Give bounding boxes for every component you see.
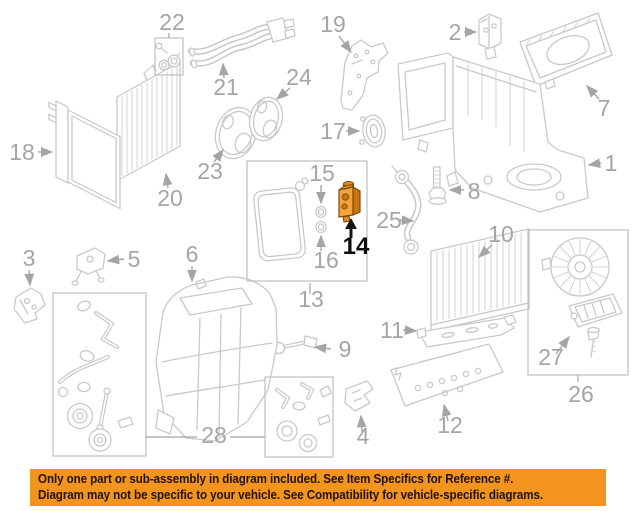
part-24-gasket-ring bbox=[248, 96, 284, 142]
part-20-evaporator bbox=[116, 61, 181, 182]
part-16-oring bbox=[315, 220, 327, 234]
part-5-actuator-motor bbox=[71, 247, 106, 286]
callout-arrows bbox=[24, 27, 602, 438]
part-10-cabin-filter bbox=[430, 228, 530, 332]
part-28-linkage-box-left bbox=[52, 292, 147, 457]
disclaimer-line-1: Only one part or sub-assembly in diagram… bbox=[38, 472, 514, 486]
callout-11: 11 bbox=[380, 317, 404, 343]
callout-25: 25 bbox=[376, 207, 402, 233]
callout-24: 24 bbox=[286, 64, 312, 90]
disclaimer-banner: Only one part or sub-assembly in diagram… bbox=[30, 469, 606, 506]
part-14-expansion-valve-highlighted bbox=[338, 181, 361, 223]
part-7-intake-cowl bbox=[519, 12, 613, 90]
part-26-blower-box bbox=[527, 229, 629, 376]
part-1-hvac-housing bbox=[397, 52, 589, 213]
callout-28: 28 bbox=[201, 422, 227, 448]
callout-13: 13 bbox=[298, 286, 324, 312]
part-15-oring bbox=[315, 205, 327, 219]
callout-6: 6 bbox=[186, 241, 199, 267]
callout-16: 16 bbox=[313, 247, 339, 273]
part-27-blower-resistor bbox=[568, 293, 623, 328]
part-19-mounting-bracket bbox=[340, 39, 389, 111]
callout-20: 20 bbox=[157, 185, 183, 211]
part-17-grommet bbox=[359, 114, 386, 148]
part-27-screw bbox=[587, 326, 600, 358]
callout-2: 2 bbox=[449, 19, 462, 45]
part-21-heater-hoses bbox=[187, 17, 296, 69]
callout-27: 27 bbox=[538, 344, 564, 370]
callout-14-highlighted: 14 bbox=[343, 233, 370, 260]
part-28-linkage-box-right bbox=[264, 376, 334, 458]
part-9-shaft bbox=[272, 335, 318, 355]
part-2-actuator bbox=[478, 13, 502, 60]
part-23-gasket bbox=[214, 106, 258, 160]
callout-26: 26 bbox=[568, 381, 594, 407]
part-13-evaporator-kit-box bbox=[246, 160, 368, 282]
callout-4: 4 bbox=[357, 423, 370, 449]
callout-8: 8 bbox=[468, 178, 481, 204]
part-22-clamp-kit-box bbox=[154, 37, 184, 76]
part-3-bracket bbox=[13, 287, 46, 324]
callout-23: 23 bbox=[197, 158, 223, 184]
part-8-bolt bbox=[428, 166, 447, 205]
callout-9: 9 bbox=[339, 336, 352, 362]
part-25-ac-pipe bbox=[391, 165, 422, 255]
callout-18: 18 bbox=[9, 139, 35, 165]
callout-7: 7 bbox=[598, 95, 611, 121]
callout-22: 22 bbox=[159, 9, 185, 35]
callout-15: 15 bbox=[309, 160, 335, 186]
callout-10: 10 bbox=[488, 221, 514, 247]
part-4-bracket bbox=[344, 380, 374, 412]
part-6-distribution-housing bbox=[155, 276, 278, 442]
part-12-lower-panel bbox=[390, 343, 504, 407]
disclaimer-line-2: Diagram may not be specific to your vehi… bbox=[38, 487, 543, 502]
callout-17: 17 bbox=[320, 118, 346, 144]
callout-5: 5 bbox=[128, 246, 141, 272]
callout-19: 19 bbox=[320, 11, 346, 37]
callout-21: 21 bbox=[213, 74, 239, 100]
callout-3: 3 bbox=[23, 245, 36, 271]
callout-12: 12 bbox=[437, 412, 463, 438]
part-11-support-bracket bbox=[416, 314, 517, 348]
callout-14-arrow bbox=[345, 218, 357, 238]
callout-1: 1 bbox=[605, 150, 618, 176]
part-18-heater-core bbox=[48, 100, 121, 210]
